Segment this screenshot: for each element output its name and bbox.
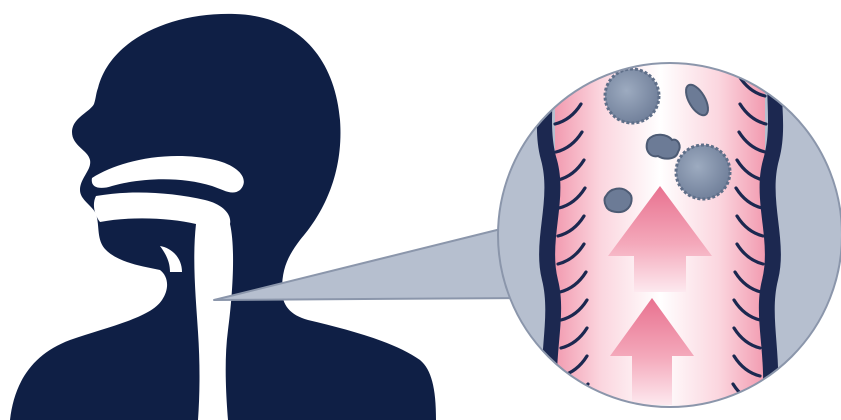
dust-particle-icon <box>605 69 659 123</box>
magnified-view <box>498 40 841 420</box>
dust-particle-icon <box>676 145 730 199</box>
dust-particle-icon <box>605 189 632 213</box>
head-silhouette-icon <box>10 14 436 420</box>
